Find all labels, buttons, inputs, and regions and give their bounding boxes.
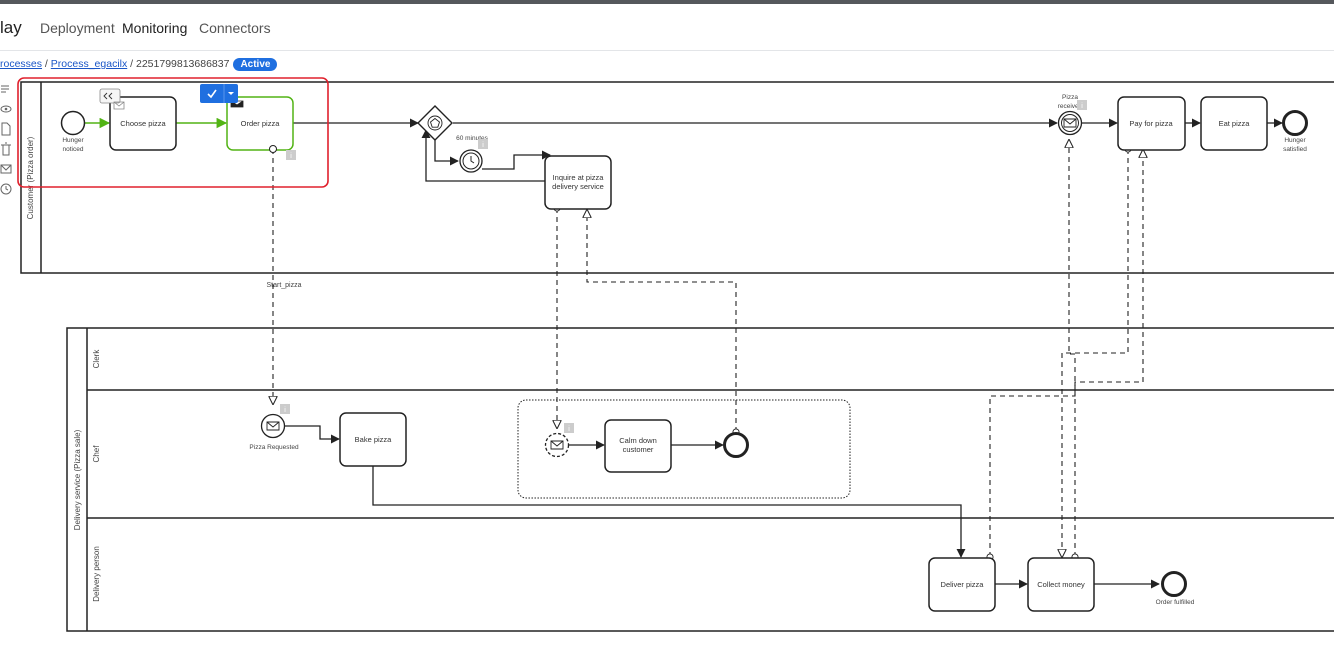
task-choose-pizza[interactable] xyxy=(109,96,177,151)
nav-connectors[interactable]: Connectors xyxy=(199,20,271,36)
lane-label-chef: Chef xyxy=(92,445,101,463)
message-start-event-pizza-requested[interactable] xyxy=(260,413,286,439)
envelope-icon xyxy=(113,101,125,110)
breadcrumb-separator: / xyxy=(127,58,136,70)
info-icon-glyph: i xyxy=(290,153,292,160)
pentagon-icon xyxy=(429,117,441,128)
event-subprocess[interactable] xyxy=(517,399,851,499)
info-icon-glyph: i xyxy=(1081,103,1083,110)
message-flow[interactable] xyxy=(587,210,736,432)
menu-icon[interactable] xyxy=(0,82,12,96)
task-label: Pay for pizza xyxy=(1129,119,1173,128)
delivery-pool[interactable] xyxy=(66,327,1334,632)
envelope-icon[interactable] xyxy=(0,162,12,176)
eye-icon[interactable] xyxy=(0,102,12,116)
end-event-order-fulfilled[interactable] xyxy=(1161,571,1187,597)
task-label: Collect money xyxy=(1037,580,1085,589)
task-collect-money[interactable] xyxy=(1027,557,1095,612)
double-chevron-left-icon xyxy=(103,92,113,100)
top-navigation-bar: lay Deployment Monitoring Connectors xyxy=(0,4,1334,51)
gateway-ring-icon xyxy=(427,115,443,131)
event-label-line2: received xyxy=(1058,103,1083,110)
non-interrupting-message-start-event[interactable] xyxy=(544,432,570,458)
info-icon-glyph: i xyxy=(568,426,570,433)
event-label-line1: Pizza xyxy=(1062,94,1078,101)
breadcrumb-process-link[interactable]: Process_egacilx xyxy=(50,58,128,70)
start-event-label-line2: noticed xyxy=(63,146,84,153)
sequence-flow[interactable] xyxy=(434,140,459,166)
window-top-strip xyxy=(0,0,1334,4)
clock-icon[interactable] xyxy=(0,182,12,196)
split-action-button[interactable] xyxy=(200,84,238,103)
task-label-line2: customer xyxy=(623,445,654,454)
info-icon[interactable] xyxy=(564,423,574,433)
envelope-icon xyxy=(550,440,564,450)
app-title: lay xyxy=(0,18,22,37)
tool-palette xyxy=(0,82,12,202)
end-event-hunger-satisfied[interactable] xyxy=(1282,110,1308,136)
selection-highlight xyxy=(17,77,329,188)
sequence-flow[interactable] xyxy=(372,465,966,558)
task-pay-for-pizza[interactable] xyxy=(1117,96,1186,151)
breadcrumb-separator: / xyxy=(42,58,51,70)
task-inquire-delivery[interactable] xyxy=(544,155,612,210)
task-eat-pizza[interactable] xyxy=(1200,96,1268,151)
event-label: Pizza Requested xyxy=(249,444,299,451)
envelope-icon xyxy=(1063,118,1077,128)
info-icon[interactable] xyxy=(280,404,290,414)
check-icon[interactable] xyxy=(207,89,217,99)
task-label: Deliver pizza xyxy=(941,580,985,589)
task-label-line1: Calm down xyxy=(619,436,657,445)
breadcrumb-processes-link[interactable]: rocesses xyxy=(0,58,43,70)
caret-down-icon[interactable] xyxy=(228,92,234,95)
info-icon[interactable] xyxy=(1077,100,1087,110)
timer-event-label: 60 minutes xyxy=(456,135,489,142)
task-deliver-pizza[interactable] xyxy=(928,557,996,612)
event-inner-ring xyxy=(1061,114,1079,132)
delivery-pool-label: Delivery service (Pizza sale) xyxy=(73,429,82,530)
task-label: Bake pizza xyxy=(355,435,393,444)
end-event-label-line2: satisfied xyxy=(1283,146,1307,153)
breadcrumb-instance-id: 2251799813686837 xyxy=(136,58,230,70)
end-event-label-line1: Hunger xyxy=(1284,137,1306,144)
message-flow[interactable] xyxy=(1075,150,1143,557)
clock-hands-icon xyxy=(470,156,475,164)
breadcrumb: rocesses / Process_egacilx / 22517998136… xyxy=(0,58,278,71)
info-icon-glyph: i xyxy=(482,142,484,149)
info-icon[interactable] xyxy=(478,139,488,149)
trash-icon[interactable] xyxy=(0,142,12,156)
message-end-event[interactable] xyxy=(723,432,749,458)
customer-pool-label: Customer (Pizza order) xyxy=(26,136,35,219)
envelope-icon xyxy=(266,421,280,431)
task-bake-pizza[interactable] xyxy=(339,412,407,467)
document-icon[interactable] xyxy=(0,122,12,136)
task-order-pizza[interactable] xyxy=(226,96,294,151)
sequence-flow[interactable] xyxy=(421,129,545,182)
task-label: Eat pizza xyxy=(1219,119,1251,128)
start-event-label-line1: Hunger xyxy=(62,137,84,144)
task-label-line1: Inquire at pizza xyxy=(553,173,605,182)
task-label-line2: delivery service xyxy=(552,182,604,191)
message-connection-point xyxy=(269,145,277,153)
event-based-gateway[interactable] xyxy=(417,105,453,141)
task-calm-down-customer[interactable] xyxy=(604,419,672,473)
task-label: Order pizza xyxy=(241,119,281,128)
status-badge: Active xyxy=(233,58,278,71)
end-event-label: Order fulfilled xyxy=(1156,599,1195,606)
message-flow-label: Start_pizza xyxy=(266,282,301,289)
start-event-hunger-noticed[interactable] xyxy=(60,110,86,136)
clock-icon xyxy=(462,152,480,170)
lane-label-clerk: Clerk xyxy=(92,349,101,369)
context-pad-button[interactable] xyxy=(99,88,121,104)
sequence-flow[interactable] xyxy=(482,150,551,170)
lane-label-delivery-person: Delivery person xyxy=(92,546,101,602)
info-icon[interactable] xyxy=(286,150,296,160)
nav-monitoring[interactable]: Monitoring xyxy=(122,20,188,36)
info-icon-glyph: i xyxy=(284,407,286,414)
nav-deployment[interactable]: Deployment xyxy=(40,20,115,36)
task-label: Choose pizza xyxy=(120,119,166,128)
sequence-flow[interactable] xyxy=(285,425,340,444)
